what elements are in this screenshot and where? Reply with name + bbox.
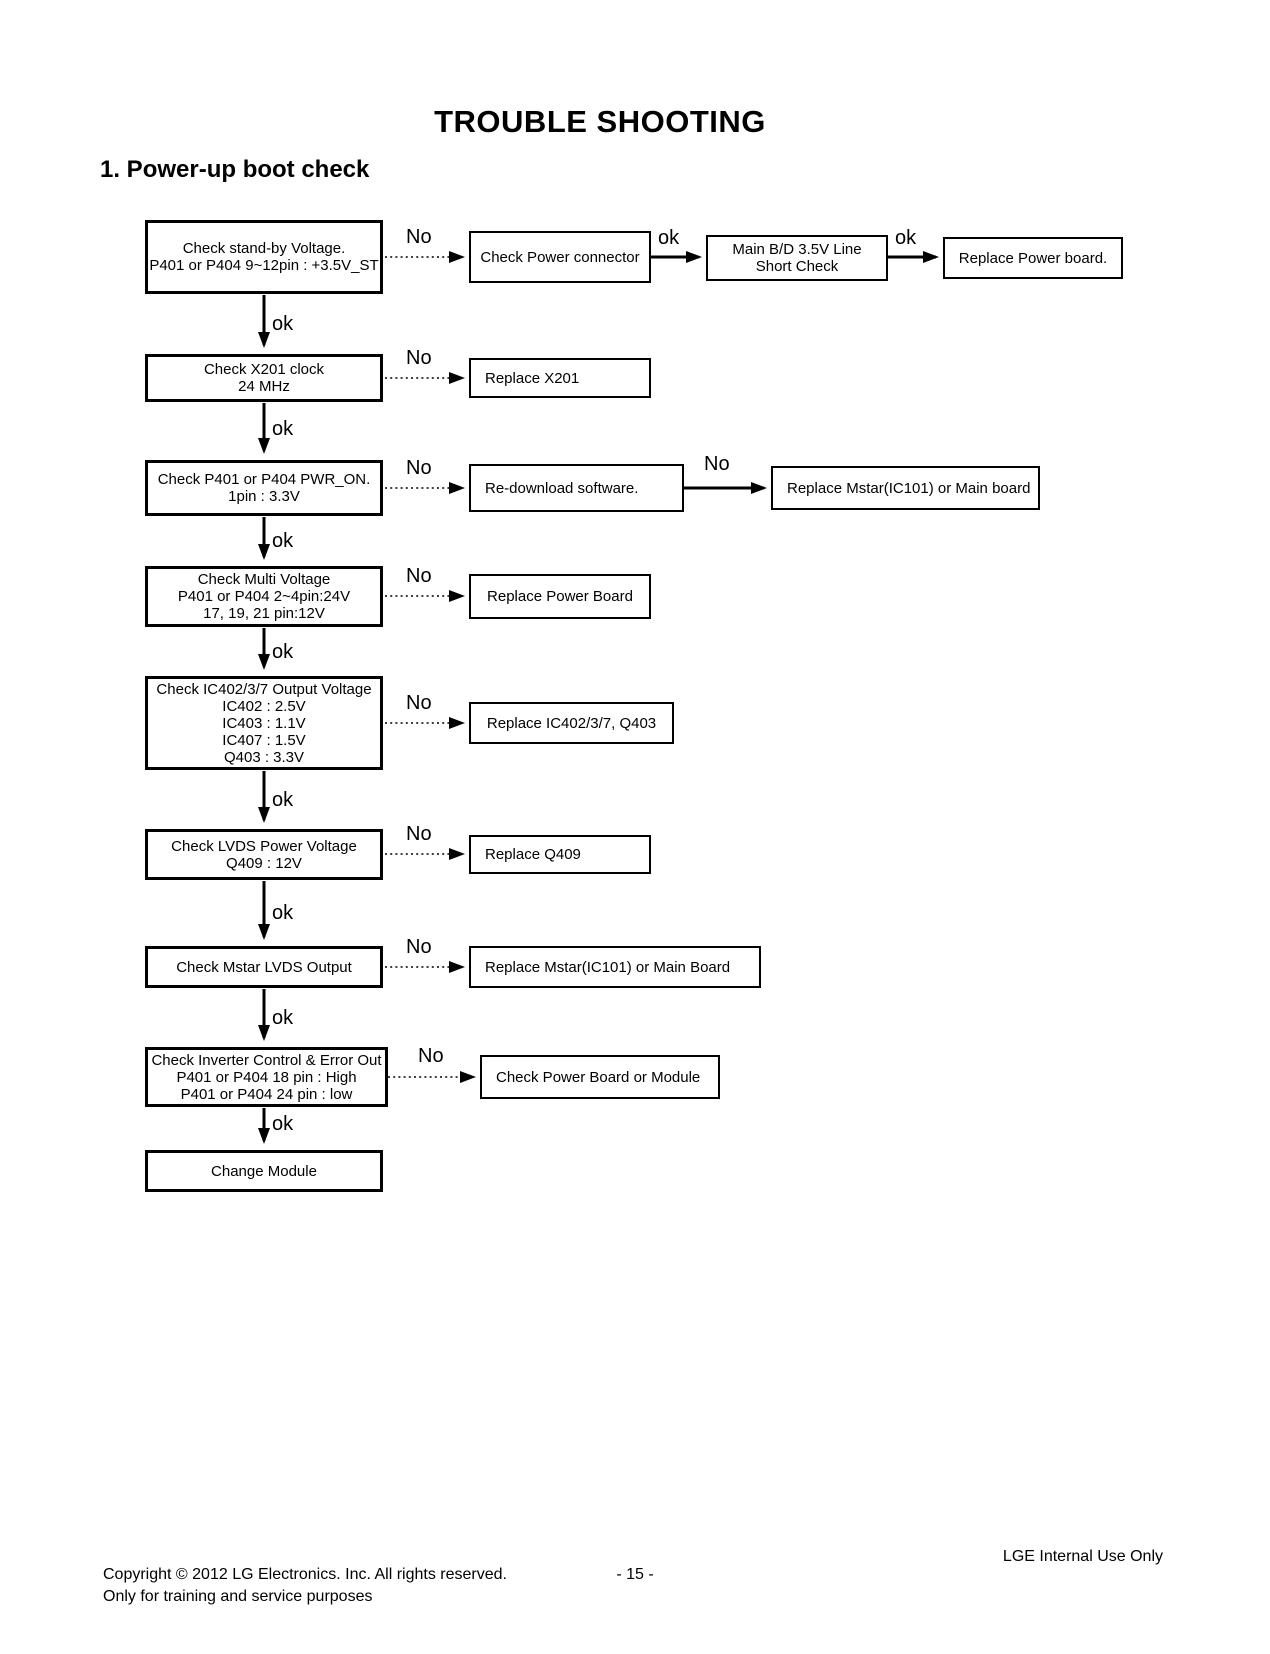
arrow-label-ok: ok [272, 1113, 294, 1135]
arrow-label-ok: ok [272, 641, 294, 663]
flow-node-replace-power-board-1: Replace Power board. [943, 237, 1123, 279]
arrow-label-no: No [418, 1045, 444, 1067]
node-text-line: Check P401 or P404 PWR_ON. [157, 471, 371, 488]
node-text-line: Replace Q409 [485, 846, 581, 863]
flow-node-inverter-control: Check Inverter Control & Error Out P401 … [145, 1047, 388, 1107]
node-text-line: Replace Power Board [487, 588, 633, 605]
node-text-line: Change Module [211, 1162, 317, 1180]
node-text-line: Replace X201 [485, 369, 580, 387]
node-text-line: Re-download software. [485, 479, 639, 497]
arrow-label-ok: ok [272, 313, 294, 335]
node-text-line: Main B/D 3.5V Line [732, 241, 862, 258]
footer-copyright: Copyright © 2012 LG Electronics. Inc. Al… [103, 1564, 507, 1608]
flow-node-change-module: Change Module [145, 1150, 383, 1192]
arrow-label-no: No [406, 936, 432, 958]
arrow-label-no: No [704, 453, 730, 475]
arrow-label-ok: ok [272, 530, 294, 552]
footer-copyright-line1: Copyright © 2012 LG Electronics. Inc. Al… [103, 1566, 507, 1583]
arrow-label-ok: ok [895, 227, 917, 249]
arrow-label-no: No [406, 692, 432, 714]
node-text-line: Check stand-by Voltage. [182, 240, 346, 257]
flow-node-pwr-on: Check P401 or P404 PWR_ON. 1pin : 3.3V [145, 460, 383, 516]
node-text-line: P401 or P404 18 pin : High [176, 1068, 357, 1086]
node-text-line: Replace Mstar(IC101) or Main board [787, 479, 1031, 497]
node-text-line: IC407 : 1.5V [222, 731, 306, 749]
node-text-line: Q403 : 3.3V [223, 748, 305, 766]
node-text-line: Check X201 clock [203, 361, 325, 378]
flow-node-replace-mstar-main-board-1: Replace Mstar(IC101) or Main board [771, 466, 1040, 510]
arrow-label-ok: ok [272, 789, 294, 811]
flow-node-multi-voltage: Check Multi Voltage P401 or P404 2~4pin:… [145, 566, 383, 627]
flow-node-replace-q409: Replace Q409 [469, 835, 651, 874]
flow-node-main-bd-short-check: Main B/D 3.5V Line Short Check [706, 235, 888, 281]
arrow-label-no: No [406, 226, 432, 248]
arrow-label-ok: ok [272, 902, 294, 924]
node-text-line: Replace IC402/3/7, Q403 [486, 714, 657, 732]
node-text-line: Check Inverter Control & Error Out [151, 1051, 382, 1069]
node-text-line: IC402 : 2.5V [222, 697, 306, 715]
footer-page-number: - 15 - [616, 1566, 654, 1583]
node-text-line: 17, 19, 21 pin:12V [203, 605, 325, 622]
node-text-line: IC403 : 1.1V [222, 714, 306, 732]
flow-node-replace-power-board-2: Replace Power Board [469, 574, 651, 619]
flow-node-check-power-board-or-module: Check Power Board or Module [480, 1055, 720, 1099]
node-text-line: Check Mstar LVDS Output [176, 958, 352, 976]
arrow-label-no: No [406, 565, 432, 587]
node-text-line: P401 or P404 9~12pin : +3.5V_ST [149, 257, 379, 274]
flow-node-redownload-software: Re-download software. [469, 464, 684, 512]
node-text-line: Check Power Board or Module [496, 1068, 701, 1086]
node-text-line: Short Check [755, 258, 839, 275]
flow-node-x201-clock: Check X201 clock 24 MHz [145, 354, 383, 402]
node-text-line: P401 or P404 2~4pin:24V [177, 588, 351, 605]
arrow-label-ok: ok [272, 418, 294, 440]
flow-node-check-power-connector: Check Power connector [469, 231, 651, 283]
flow-node-lvds-power: Check LVDS Power Voltage Q409 : 12V [145, 829, 383, 880]
page-title: TROUBLE SHOOTING [434, 104, 766, 139]
arrow-label-ok: ok [658, 227, 680, 249]
flow-node-mstar-lvds: Check Mstar LVDS Output [145, 946, 383, 988]
node-text-line: P401 or P404 24 pin : low [180, 1085, 353, 1103]
node-text-line: Check Multi Voltage [197, 571, 331, 588]
node-text-line: Check IC402/3/7 Output Voltage [156, 680, 372, 698]
node-text-line: 24 MHz [238, 378, 290, 395]
flow-node-ic402-output: Check IC402/3/7 Output Voltage IC402 : 2… [145, 676, 383, 770]
node-text-line: 1pin : 3.3V [228, 488, 300, 505]
footer-copyright-line2: Only for training and service purposes [103, 1588, 373, 1605]
node-text-line: Replace Mstar(IC101) or Main Board [485, 958, 731, 976]
footer-internal-note: LGE Internal Use Only [1002, 1548, 1163, 1565]
node-text-line: Replace Power board. [958, 249, 1108, 267]
flow-node-replace-x201: Replace X201 [469, 358, 651, 398]
section-title: 1. Power-up boot check [100, 156, 370, 183]
arrow-label-no: No [406, 457, 432, 479]
flow-node-replace-ic402-q403: Replace IC402/3/7, Q403 [469, 702, 674, 744]
arrow-label-ok: ok [272, 1007, 294, 1029]
flow-node-standby-voltage: Check stand-by Voltage. P401 or P404 9~1… [145, 220, 383, 294]
node-text-line: Q409 : 12V [226, 854, 302, 872]
arrow-label-no: No [406, 347, 432, 369]
flow-node-replace-mstar-main-board-2: Replace Mstar(IC101) or Main Board [469, 946, 761, 988]
arrow-label-no: No [406, 823, 432, 845]
node-text-line: Check LVDS Power Voltage [171, 837, 357, 855]
node-text-line: Check Power connector [480, 248, 640, 266]
